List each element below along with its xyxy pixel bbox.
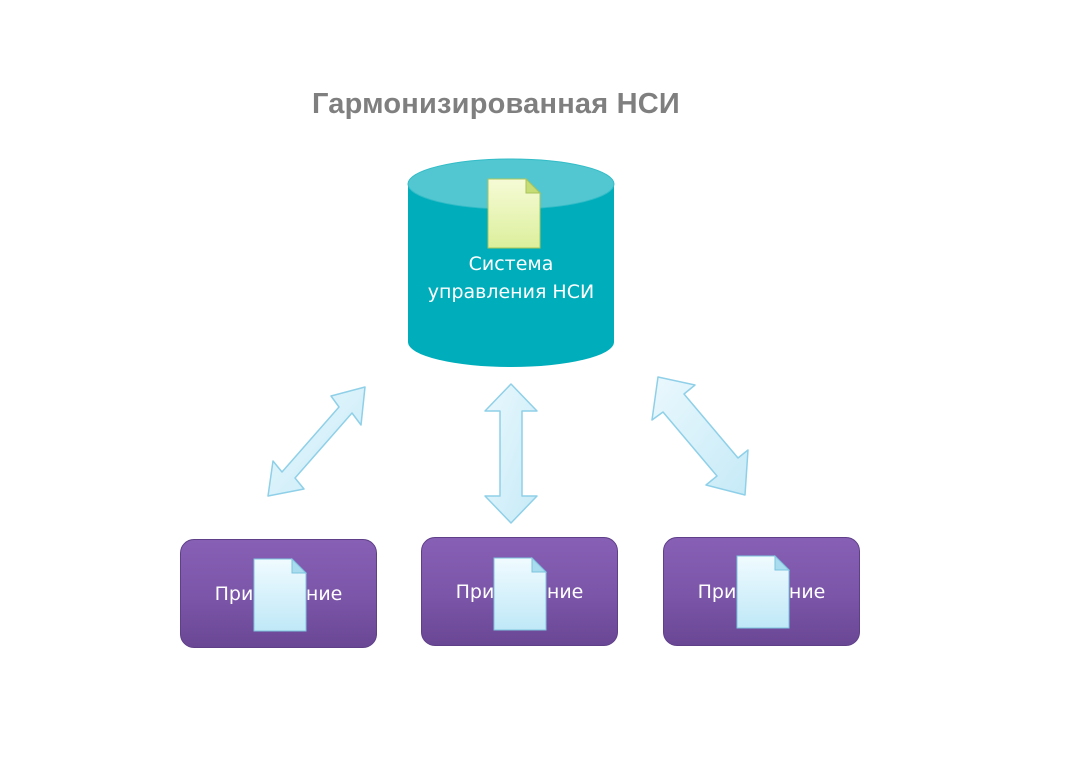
- diagram-title: Гармонизированная НСИ: [312, 88, 680, 120]
- database-document-icon: [487, 177, 542, 249]
- database-label-line2: управления НСИ: [427, 281, 595, 303]
- document-icon: [736, 555, 790, 629]
- double-arrow-left: [267, 386, 366, 497]
- database-label: Система управления НСИ: [408, 250, 614, 306]
- database-label-line1: Система: [468, 253, 554, 275]
- document-icon: [253, 558, 307, 632]
- document-icon: [493, 557, 547, 631]
- application-box: Приложение: [663, 537, 860, 646]
- application-box: Приложение: [421, 537, 618, 646]
- application-box: Приложение: [180, 539, 377, 648]
- double-arrow-right: [651, 376, 749, 496]
- double-arrow-center: [484, 383, 538, 524]
- database-cylinder: [407, 158, 615, 367]
